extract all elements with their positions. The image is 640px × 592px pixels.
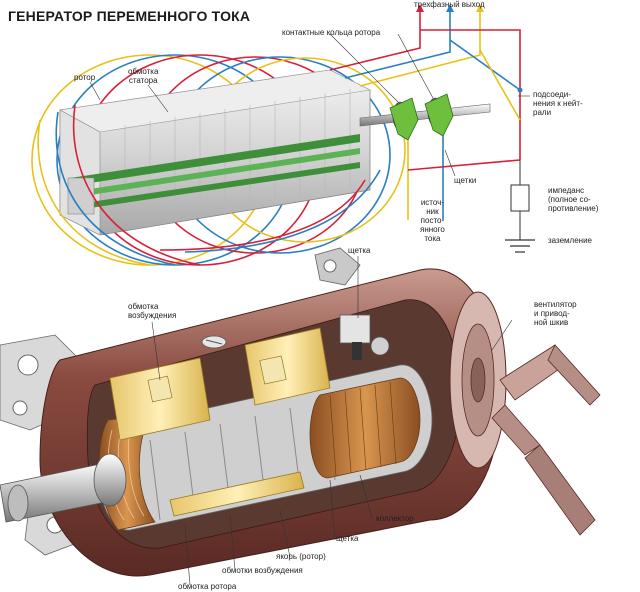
- mounting-bracket: [491, 344, 601, 536]
- rotor-winding-bars: [70, 134, 360, 211]
- leaders-bottom: [151, 256, 513, 586]
- field-windings: [109, 327, 331, 517]
- label-neutral-connection: подсоеди- нения к нейт- рали: [533, 90, 583, 117]
- label-armature: якорь (ротор): [276, 552, 326, 561]
- label-rotor: ротор: [74, 73, 96, 82]
- impedance-ground: [505, 160, 535, 253]
- brush-holder: [339, 314, 390, 360]
- cutaway-generator: [0, 247, 601, 586]
- output-arrows: [416, 4, 484, 12]
- neutral-junction: [517, 87, 523, 93]
- fan-pulley: [449, 291, 507, 469]
- label-brush-bottom: щетка: [336, 534, 359, 543]
- commutator: [309, 377, 421, 479]
- diagram-title: ГЕНЕРАТОР ПЕРЕМЕННОГО ТОКА: [8, 8, 251, 24]
- rotor-core: [59, 69, 371, 236]
- stator-coils-front: [37, 104, 381, 266]
- label-stator-winding: обмотка статора: [128, 67, 159, 85]
- label-rotor-winding: обмотка ротора: [178, 582, 237, 591]
- label-ground: заземление: [548, 236, 593, 245]
- label-brushes: щетки: [454, 176, 477, 185]
- three-phase-wires: [329, 10, 521, 220]
- label-commutator: коллектор: [376, 514, 414, 523]
- rotor-shaft: [359, 103, 491, 127]
- label-field-windings: обмотки возбуждения: [222, 566, 303, 575]
- label-slip-rings: контактные кольца ротора: [282, 28, 381, 37]
- label-fan-pulley: вентилятор и привод- ной шкив: [534, 300, 577, 327]
- label-brush: щетка: [348, 246, 371, 255]
- leaders-top: [89, 33, 530, 177]
- shaft-end: [0, 453, 127, 523]
- label-impedance: импеданс (полное со- противление): [548, 186, 599, 213]
- label-three-phase-output: трехфазный выход: [414, 0, 485, 9]
- label-dc-source: источ- ник посто- янного тока: [420, 198, 445, 243]
- schematic-alternator: [31, 4, 535, 266]
- label-field-winding: обмотка возбуждения: [128, 302, 177, 320]
- brushes: [389, 93, 454, 141]
- housing-screw: [201, 335, 227, 349]
